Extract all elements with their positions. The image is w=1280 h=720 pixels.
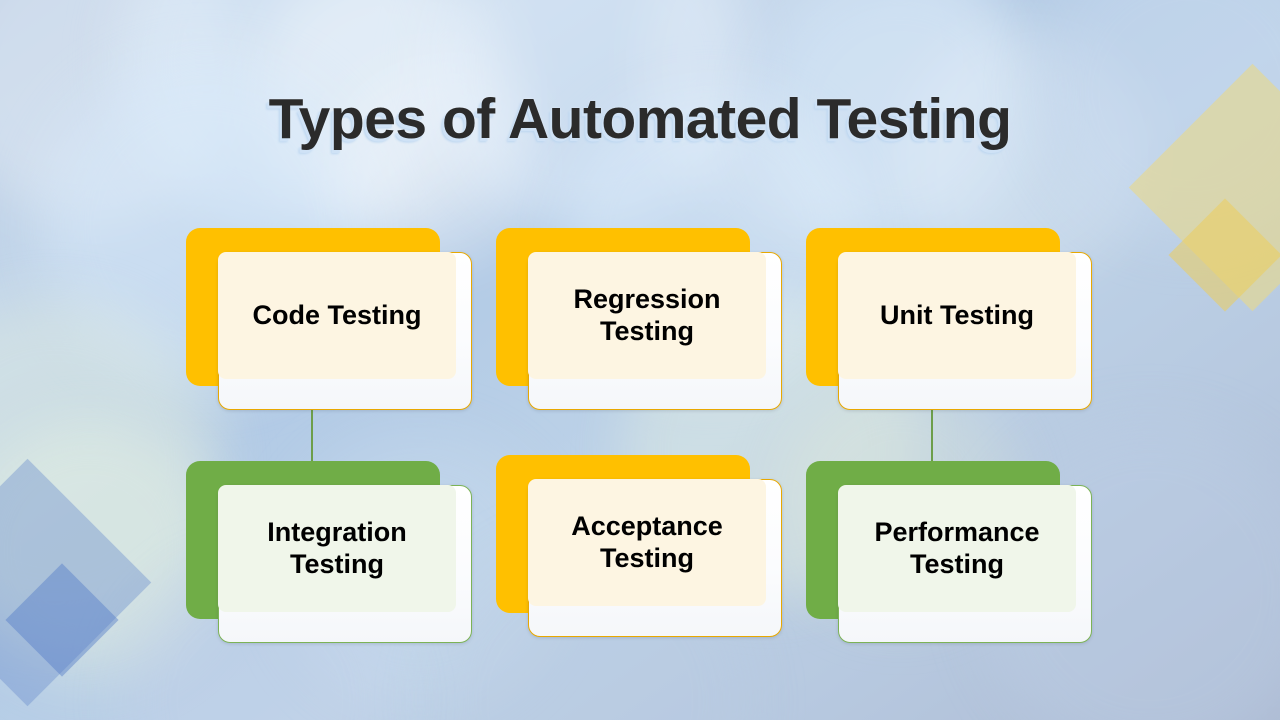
connector-unit-to-performance [931,398,933,470]
card-integration-testing[interactable]: Integration Testing [186,461,472,643]
card-label: Regression Testing [528,252,766,379]
card-performance-testing[interactable]: Performance Testing [806,461,1092,643]
connector-code-to-integration [311,398,313,470]
card-label: Performance Testing [838,485,1076,612]
card-label: Acceptance Testing [528,479,766,606]
card-code-testing[interactable]: Code Testing [186,228,472,410]
page-title: Types of Automated Testing [268,87,1012,151]
card-label: Unit Testing [838,252,1076,379]
card-label: Integration Testing [218,485,456,612]
card-label: Code Testing [218,252,456,379]
card-regression-testing[interactable]: Regression Testing [496,228,782,410]
card-unit-testing[interactable]: Unit Testing [806,228,1092,410]
card-acceptance-testing[interactable]: Acceptance Testing [496,455,782,637]
